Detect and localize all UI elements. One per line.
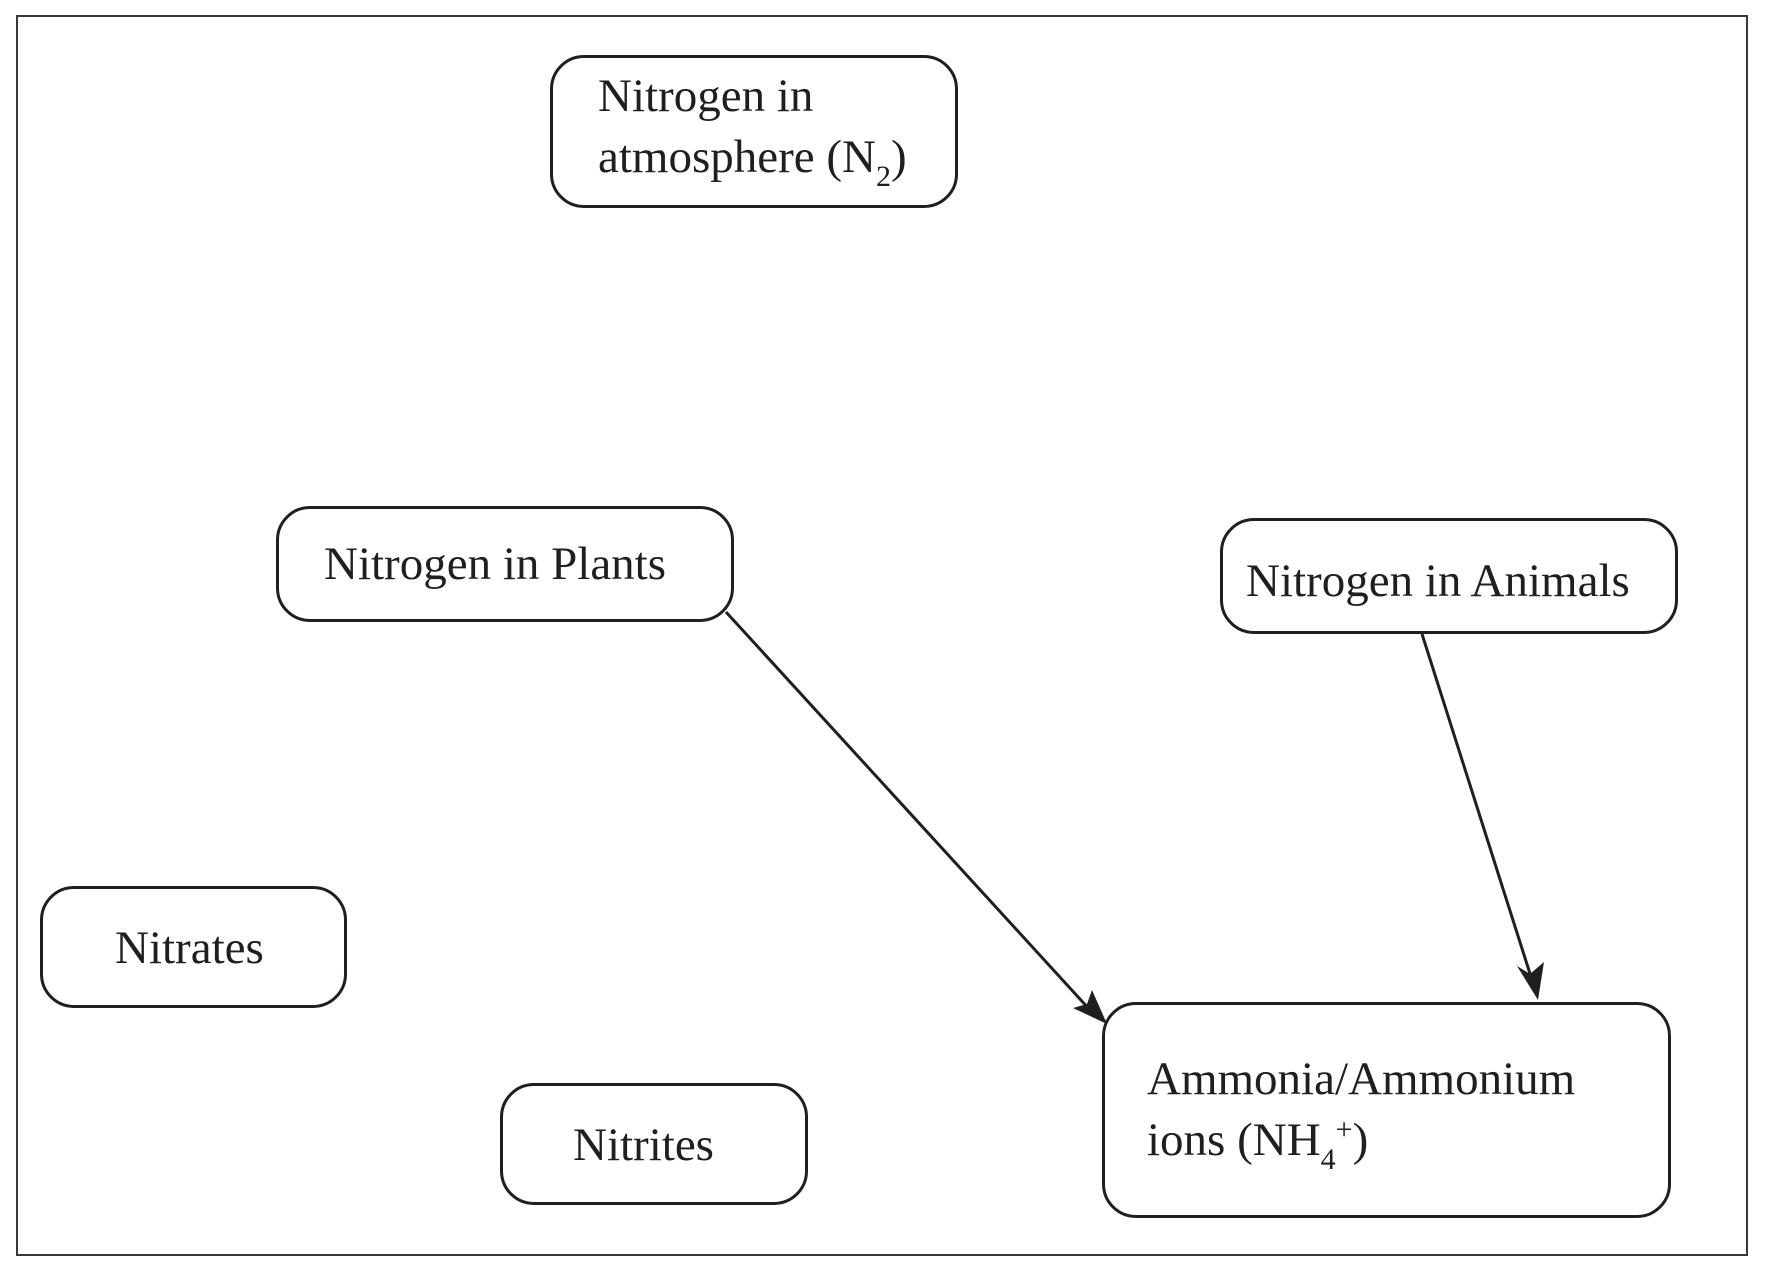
node-nitrates-label: Nitrates xyxy=(115,922,264,974)
nh4-superscript: + xyxy=(1335,1113,1353,1146)
atmosphere-line-2-prefix: atmosphere (N xyxy=(598,131,876,183)
node-plants-label: Nitrogen in Plants xyxy=(324,538,667,590)
nh4-subscript: 4 xyxy=(1320,1143,1336,1176)
node-nitrogen-in-atmosphere: Nitrogen in atmosphere (N2) xyxy=(550,55,958,208)
node-nitrites: Nitrites xyxy=(500,1083,808,1205)
node-nitrates: Nitrates xyxy=(40,886,347,1008)
atmosphere-line-2-suffix: ) xyxy=(890,131,907,183)
node-atmosphere-label: Nitrogen in atmosphere (N2) xyxy=(598,66,907,193)
n2-subscript: 2 xyxy=(875,160,891,193)
node-ammonia-ammonium-ions: Ammonia/Ammonium ions (NH4+) xyxy=(1102,1002,1671,1218)
ammonia-line-1: Ammonia/Ammonium xyxy=(1147,1053,1576,1105)
ammonia-line-2-suffix: ) xyxy=(1352,1114,1369,1166)
node-nitrites-label: Nitrites xyxy=(573,1119,714,1171)
diagram-frame xyxy=(16,15,1748,1256)
node-nitrogen-in-plants: Nitrogen in Plants xyxy=(276,506,734,622)
node-ammonia-label: Ammonia/Ammonium ions (NH4+) xyxy=(1147,1049,1575,1176)
node-animals-label: Nitrogen in Animals xyxy=(1246,555,1630,607)
node-nitrogen-in-animals: Nitrogen in Animals xyxy=(1220,518,1678,634)
atmosphere-line-1: Nitrogen in xyxy=(598,70,814,122)
ammonia-line-2-prefix: ions (NH xyxy=(1147,1114,1321,1166)
